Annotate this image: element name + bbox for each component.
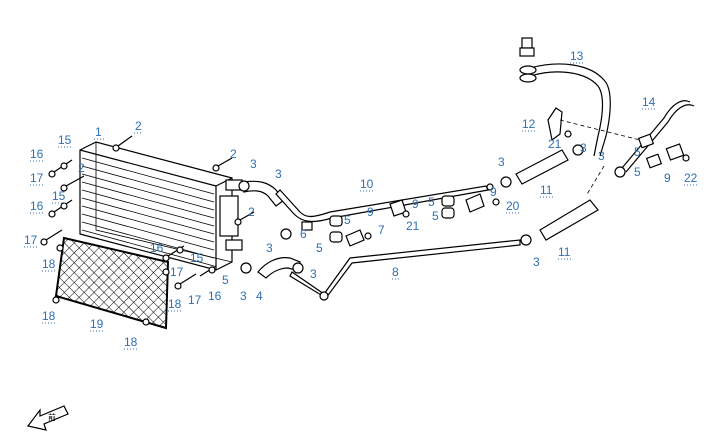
callout-2: 2 [230, 147, 237, 161]
callout-14: 14 [642, 95, 656, 109]
callout-2: 2 [248, 205, 255, 219]
callout-18: 18 [42, 309, 56, 323]
callout-underlines [24, 62, 698, 350]
callout-16: 16 [30, 147, 44, 161]
callout-5: 5 [634, 165, 641, 179]
callout-5: 5 [222, 273, 229, 287]
callout-3: 3 [266, 241, 273, 255]
callout-9: 9 [412, 197, 419, 211]
callout-2: 2 [78, 161, 85, 175]
callout-7: 7 [378, 223, 385, 237]
callout-20: 20 [506, 199, 520, 213]
grommets [52, 244, 170, 326]
callout-16: 16 [30, 199, 44, 213]
callout-5: 5 [428, 195, 435, 209]
callout-5: 5 [344, 213, 351, 227]
dashed-guides [559, 119, 641, 197]
callout-4: 3 [275, 167, 282, 181]
callout-19: 19 [90, 317, 104, 331]
callout-10: 10 [360, 177, 374, 191]
callout-5: 5 [432, 209, 439, 223]
callout-16: 16 [208, 289, 222, 303]
callout-6: 6 [300, 227, 307, 241]
hose-10 [275, 183, 494, 223]
callout-18: 18 [124, 335, 138, 349]
pipe-14 [614, 100, 695, 178]
callout-labels: 1 2 2 2 2 3 3 3 3 3 3 3 3 4 3 5 5 5 5 5 … [24, 49, 698, 349]
cooler-hoses [238, 180, 304, 279]
callout-2: 2 [135, 119, 142, 133]
callout-13: 13 [570, 49, 584, 63]
callout-5: 5 [634, 145, 641, 159]
callout-9: 9 [367, 205, 374, 219]
hose-11-upper [500, 144, 584, 188]
callout-3: 3 [240, 289, 247, 303]
callout-17: 17 [170, 265, 184, 279]
bracket-12 [547, 107, 563, 142]
direction-label: 前 [48, 412, 56, 422]
callout-3: 3 [580, 141, 587, 155]
callout-1: 1 [95, 125, 102, 139]
callout-8: 8 [392, 265, 399, 279]
callout-17: 17 [188, 293, 202, 307]
callout-4: 4 [256, 289, 263, 303]
front-direction-arrow-icon: 前 [26, 405, 69, 431]
callout-9: 9 [664, 171, 671, 185]
fittings-right [564, 130, 690, 169]
callout-3: 3 [310, 267, 317, 281]
callout-17: 17 [24, 233, 38, 247]
callout-22: 22 [684, 171, 698, 185]
callout-21: 21 [548, 137, 562, 151]
callout-12: 12 [522, 117, 536, 131]
pipe-13 [519, 37, 611, 157]
hose-8 [289, 239, 521, 301]
callout-3: 3 [533, 255, 540, 269]
callout-18: 18 [168, 297, 182, 311]
callout-21: 21 [406, 219, 420, 233]
callout-15: 15 [52, 189, 66, 203]
hose-11-lower [520, 199, 599, 246]
callout-17: 17 [30, 171, 44, 185]
callout-9: 9 [490, 185, 497, 199]
callout-11: 11 [540, 183, 553, 197]
callout-11: 11 [558, 245, 571, 259]
mesh-screen [54, 236, 170, 330]
callout-15: 15 [58, 133, 72, 147]
clamps-middle [301, 193, 500, 247]
callout-3: 3 [250, 157, 257, 171]
callout-18: 18 [42, 257, 56, 271]
callout-5: 5 [316, 241, 323, 255]
callout-3: 3 [498, 155, 505, 169]
callout-3: 3 [598, 149, 605, 163]
callout-16: 16 [150, 241, 164, 255]
callout-15: 15 [190, 251, 204, 265]
oil-cooler [79, 141, 243, 271]
